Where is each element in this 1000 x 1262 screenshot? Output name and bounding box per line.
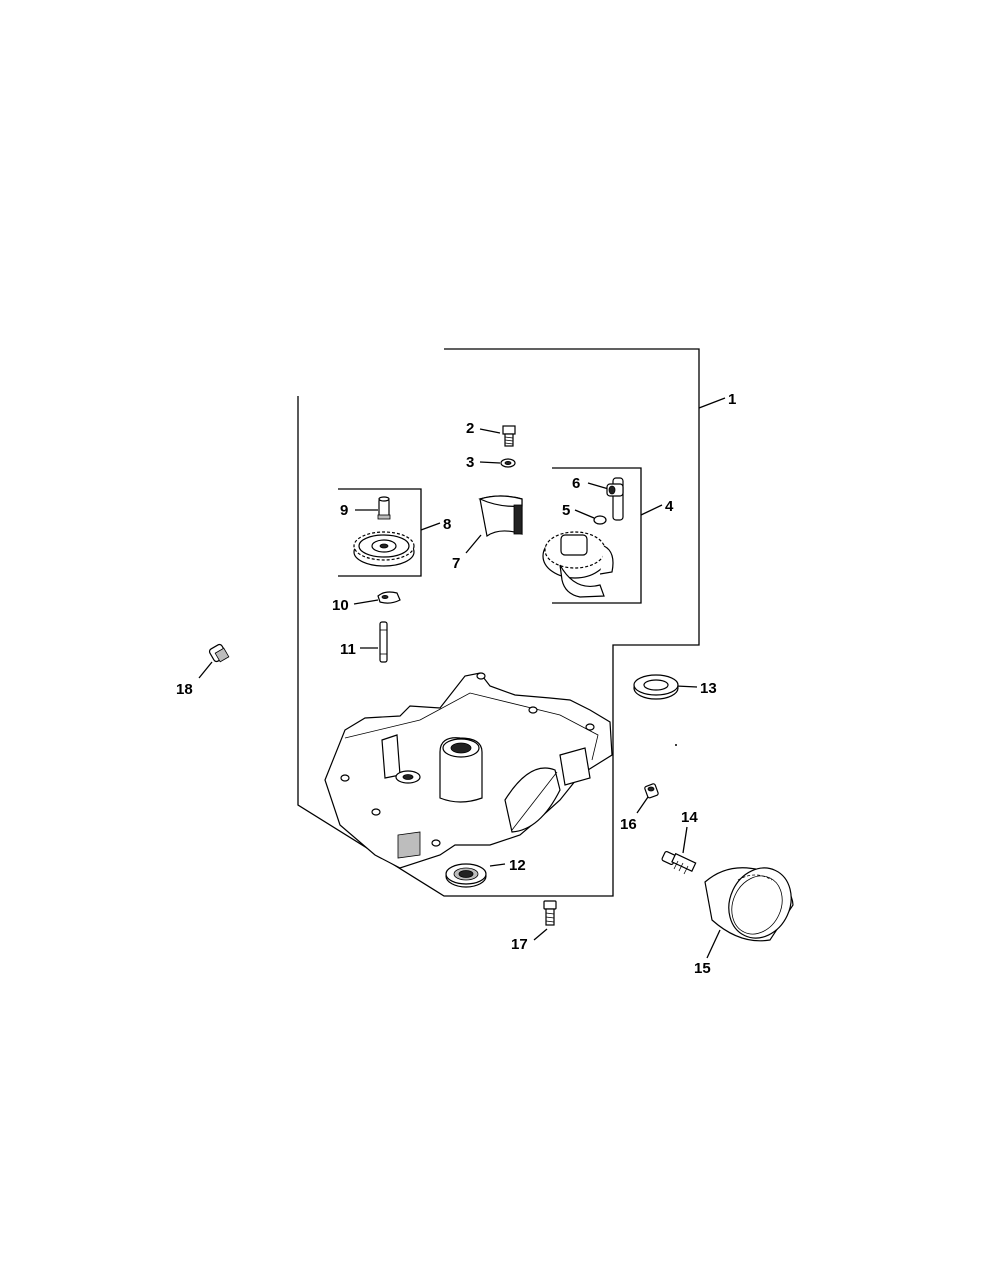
stray-dot xyxy=(675,744,677,746)
oil-filter-part-15 xyxy=(704,867,794,942)
callout-8: 8 xyxy=(443,516,451,533)
tab-washer-part-10 xyxy=(377,591,401,604)
callout-1: 1 xyxy=(728,391,736,408)
callout-15: 15 xyxy=(694,960,711,977)
washer-part-3 xyxy=(500,458,516,468)
relief-valve-part-6 xyxy=(606,477,624,521)
callout-11: 11 xyxy=(340,641,356,658)
callout-6: 6 xyxy=(572,475,580,492)
callout-5: 5 xyxy=(562,502,570,519)
callout-18: 18 xyxy=(176,681,193,698)
callout-10: 10 xyxy=(332,597,349,614)
callout-4: 4 xyxy=(665,498,674,515)
callout-3: 3 xyxy=(466,454,474,471)
callout-14: 14 xyxy=(681,809,698,826)
oil-pump-subassembly-box xyxy=(552,467,642,604)
fitting-part-16 xyxy=(644,783,659,799)
leader-lines xyxy=(198,397,726,959)
callout-labels: 1 2 3 4 5 6 7 8 9 10 11 12 13 14 15 16 1… xyxy=(176,391,736,977)
gear-part-8 xyxy=(353,531,415,567)
callout-12: 12 xyxy=(509,857,526,874)
pin-part-9 xyxy=(377,496,391,520)
callout-16: 16 xyxy=(620,816,637,833)
oil-pump-part-4 xyxy=(542,531,614,598)
bolt-part-17 xyxy=(543,900,557,926)
gear-subassembly-box xyxy=(338,488,422,577)
oil-seal-part-12 xyxy=(445,863,487,888)
shaft-part-11 xyxy=(379,621,388,663)
callout-17: 17 xyxy=(511,936,528,953)
bearing-shell-part-7 xyxy=(478,495,523,538)
o-ring-part-5 xyxy=(593,515,607,525)
callout-9: 9 xyxy=(340,502,348,519)
assembly-bracket-outline xyxy=(297,348,700,897)
callout-13: 13 xyxy=(700,680,717,697)
adapter-stud-part-14 xyxy=(661,850,697,875)
ring-washer-part-13 xyxy=(633,674,679,700)
callout-7: 7 xyxy=(452,555,460,572)
bolt-part-2 xyxy=(502,425,516,447)
callout-2: 2 xyxy=(466,420,474,437)
oil-pan-housing xyxy=(324,672,613,869)
drain-plug-part-18 xyxy=(208,643,230,663)
